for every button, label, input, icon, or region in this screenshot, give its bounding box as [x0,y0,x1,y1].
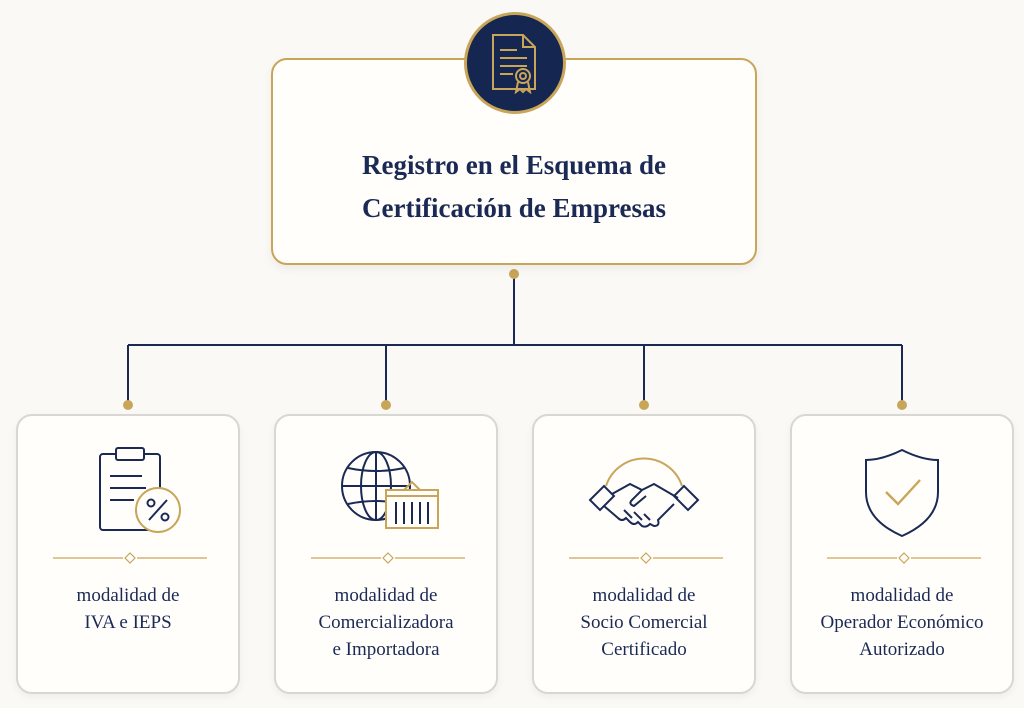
globe-container-icon [326,444,446,544]
card-label-line: modalidad de [592,585,696,606]
card-label-line: e Importadora [332,639,440,660]
shield-check-icon [842,444,962,544]
card-comercializadora-importadora: modalidad de Comercializadora e Importad… [274,414,498,694]
card-label-line: Certificado [601,639,687,660]
card-divider [827,552,981,564]
card-label: modalidad de Socio Comercial Certificado [534,582,754,663]
card-label-line: Operador Económico [820,612,984,633]
card-label-line: modalidad de [334,585,438,606]
card-divider [53,552,207,564]
card-label: modalidad de IVA e IEPS [18,582,238,636]
handshake-icon [584,444,704,544]
card-socio-comercial: modalidad de Socio Comercial Certificado [532,414,756,694]
main-title-line-1: Registro en el Esquema de [362,150,666,180]
card-label-line: Socio Comercial [580,612,708,633]
card-divider [569,552,723,564]
certificate-document-icon [464,12,566,114]
card-label-line: modalidad de [850,585,954,606]
card-label-line: Autorizado [859,639,945,660]
card-label: modalidad de Operador Económico Autoriza… [792,582,1012,663]
card-label: modalidad de Comercializadora e Importad… [276,582,496,663]
card-label-line: Comercializadora [318,612,454,633]
main-title-line-2: Certificación de Empresas [362,193,666,223]
card-operador-economico: modalidad de Operador Económico Autoriza… [790,414,1014,694]
card-divider [311,552,465,564]
card-iva-ieps: modalidad de IVA e IEPS [16,414,240,694]
main-title: Registro en el Esquema de Certificación … [273,144,755,230]
clipboard-percent-icon [68,444,188,544]
card-label-line: modalidad de [76,585,180,606]
card-label-line: IVA e IEPS [84,612,172,633]
